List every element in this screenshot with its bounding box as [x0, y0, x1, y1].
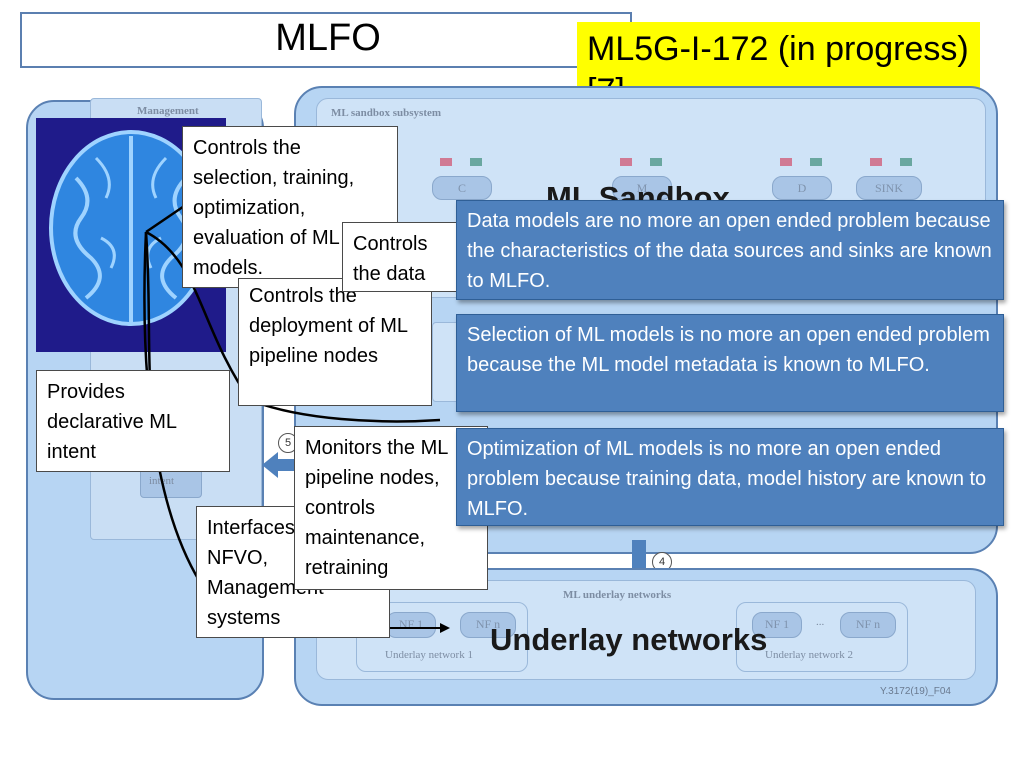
callout-monitors: Monitors the ML pipeline nodes, controls… — [294, 426, 488, 590]
callout-deployment: Controls the deployment of ML pipeline n… — [238, 278, 432, 406]
ellipsis-label: ... — [816, 616, 825, 628]
sandbox-port — [900, 158, 912, 166]
management-label: Management — [137, 105, 199, 117]
sandbox-node-m: M — [612, 176, 672, 200]
callout-data-handling: Controls the data handling — [342, 222, 462, 292]
sandbox-port — [470, 158, 482, 166]
underlay-network-1-label: Underlay network 1 — [385, 649, 473, 661]
nf1-node-network-2: NF 1 — [752, 612, 802, 638]
callout-intent: Provides declarative ML intent — [36, 370, 230, 472]
sandbox-port — [870, 158, 882, 166]
info-box-optimization: Optimization of ML models is no more an … — [456, 428, 1004, 526]
info-box-selection: Selection of ML models is no more an ope… — [456, 314, 1004, 412]
underlay-network-2-label: Underlay network 2 — [765, 649, 853, 661]
sandbox-port — [650, 158, 662, 166]
sandbox-port — [440, 158, 452, 166]
page-title: MLFO — [275, 17, 381, 59]
underlay-overlay-label: Underlay networks — [490, 622, 768, 657]
nfn-node-network-1: NF n — [460, 612, 516, 638]
sandbox-node-sink: SINK — [856, 176, 922, 200]
sandbox-subsystem-label: ML sandbox subsystem — [331, 107, 442, 119]
nfn-node-network-2: NF n — [840, 612, 896, 638]
sandbox-port — [780, 158, 792, 166]
sandbox-port — [810, 158, 822, 166]
figure-id: Y.3172(19)_F04 — [880, 686, 951, 697]
info-box-data-models: Data models are no more an open ended pr… — [456, 200, 1004, 300]
title-box: MLFO — [20, 12, 632, 68]
underlay-subsystem-label: ML underlay networks — [563, 589, 672, 601]
sandbox-node-d: D — [772, 176, 832, 200]
sandbox-port — [620, 158, 632, 166]
arrow-left-icon — [262, 452, 312, 478]
sandbox-node-c: C — [432, 176, 492, 200]
